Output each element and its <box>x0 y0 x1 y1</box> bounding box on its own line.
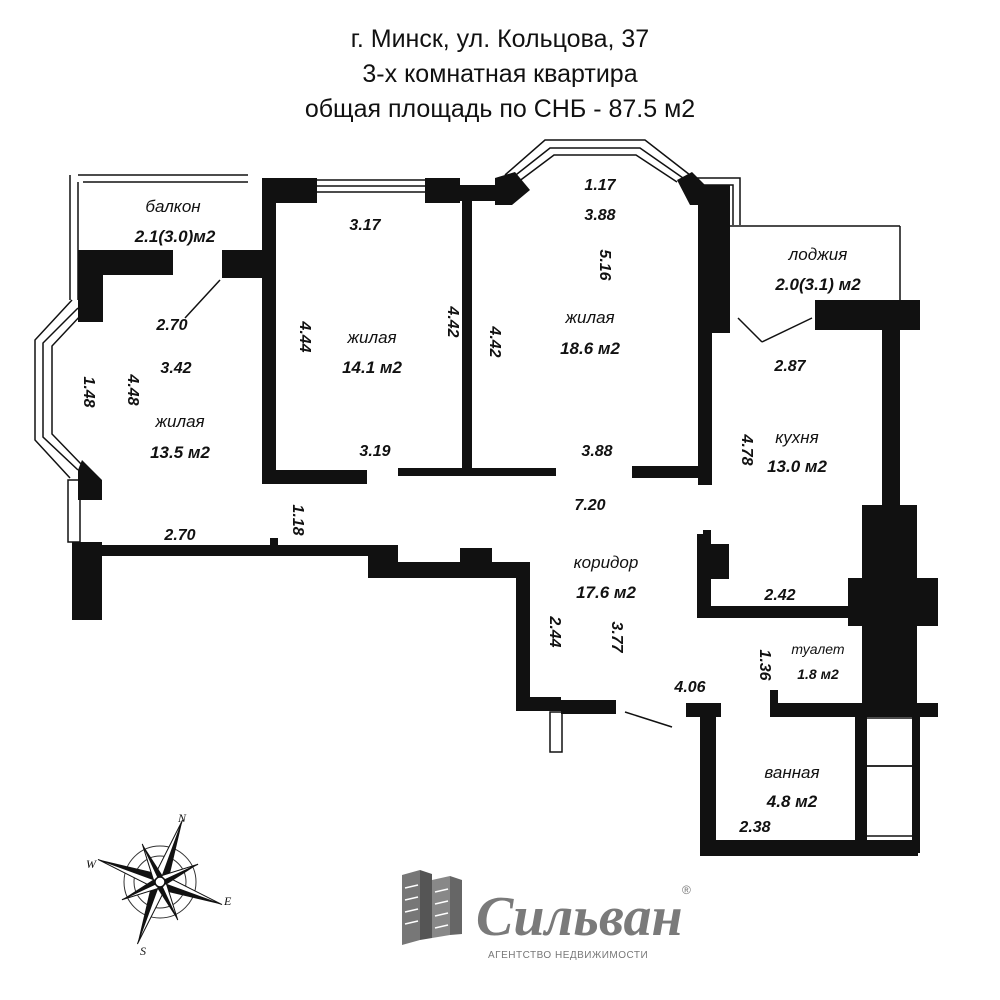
dim-label: 1.18 <box>289 504 306 535</box>
toilet-area: 1.8 м2 <box>797 666 839 682</box>
dim-label: 4.42 <box>444 305 461 337</box>
dim-label: 3.77 <box>608 621 625 653</box>
dim-label: 1.48 <box>80 376 97 407</box>
dim-label: 2.87 <box>773 358 806 375</box>
balcony-area: 2.1(3.0)м2 <box>134 227 216 246</box>
dim-label: 3.88 <box>584 207 615 224</box>
dim-label: 3.17 <box>349 217 381 234</box>
brand-tagline: АГЕНТСТВО НЕДВИЖИМОСТИ <box>488 950 648 961</box>
loggia-name: лоджия <box>788 245 848 264</box>
dim-label: 2.70 <box>163 527 195 544</box>
compass-e-label: E <box>223 894 232 908</box>
dim-label: 2.70 <box>155 317 187 334</box>
compass-s-label: S <box>140 944 146 958</box>
corridor-name: коридор <box>574 553 639 572</box>
apartment-type: 3-х комнатная квартира <box>362 60 638 88</box>
living2-area: 14.1 м2 <box>342 358 402 377</box>
buildings-icon <box>402 870 462 945</box>
bathroom-area: 4.8 м2 <box>766 792 818 811</box>
kitchen-name: кухня <box>775 428 818 447</box>
living1-name: жилая <box>154 412 204 431</box>
dim-label: 4.42 <box>486 325 503 357</box>
dim-label: 1.17 <box>584 177 616 194</box>
compass-n-label: N <box>177 811 187 825</box>
dim-label: 2.42 <box>763 587 795 604</box>
living2-name: жилая <box>346 328 396 347</box>
corridor-area: 17.6 м2 <box>576 583 636 602</box>
compass-rose-icon <box>97 819 223 945</box>
dim-label: 7.20 <box>574 497 605 514</box>
bathroom-name: ванная <box>764 763 819 782</box>
walls <box>72 172 938 856</box>
agency-logo: Сильван ® АГЕНТСТВО НЕДВИЖИМОСТИ <box>402 870 691 961</box>
dim-label: 5.16 <box>596 249 613 280</box>
brand-name: Сильван <box>476 886 683 948</box>
dim-label: 4.44 <box>296 320 313 352</box>
address-title: г. Минск, ул. Кольцова, 37 <box>350 25 650 53</box>
balcony-name: балкон <box>145 197 201 216</box>
dim-label: 2.44 <box>546 615 563 647</box>
living3-area: 18.6 м2 <box>560 339 620 358</box>
dim-label: 3.19 <box>359 443 390 460</box>
toilet-name: туалет <box>791 641 845 657</box>
dim-label: 3.88 <box>581 443 612 460</box>
loggia-area: 2.0(3.1) м2 <box>774 275 861 294</box>
dim-label: 2.38 <box>738 819 770 836</box>
kitchen-area: 13.0 м2 <box>767 457 827 476</box>
door-swings <box>184 279 813 728</box>
registered-mark: ® <box>682 883 691 897</box>
dim-label: 4.78 <box>738 433 755 465</box>
living3-name: жилая <box>564 308 614 327</box>
dimension-labels: 1.17 3.88 5.16 3.17 2.70 3.42 4.48 1.48 … <box>80 177 807 836</box>
dim-label: 4.06 <box>673 679 705 696</box>
room-labels: балкон 2.1(3.0)м2 лоджия 2.0(3.1) м2 жил… <box>134 197 862 811</box>
dim-label: 3.42 <box>160 360 191 377</box>
compass-w-label: W <box>86 857 97 871</box>
dim-label: 1.36 <box>756 649 773 680</box>
total-area: общая площадь по СНБ - 87.5 м2 <box>304 95 696 123</box>
living1-area: 13.5 м2 <box>150 443 210 462</box>
dim-label: 4.48 <box>124 373 141 405</box>
